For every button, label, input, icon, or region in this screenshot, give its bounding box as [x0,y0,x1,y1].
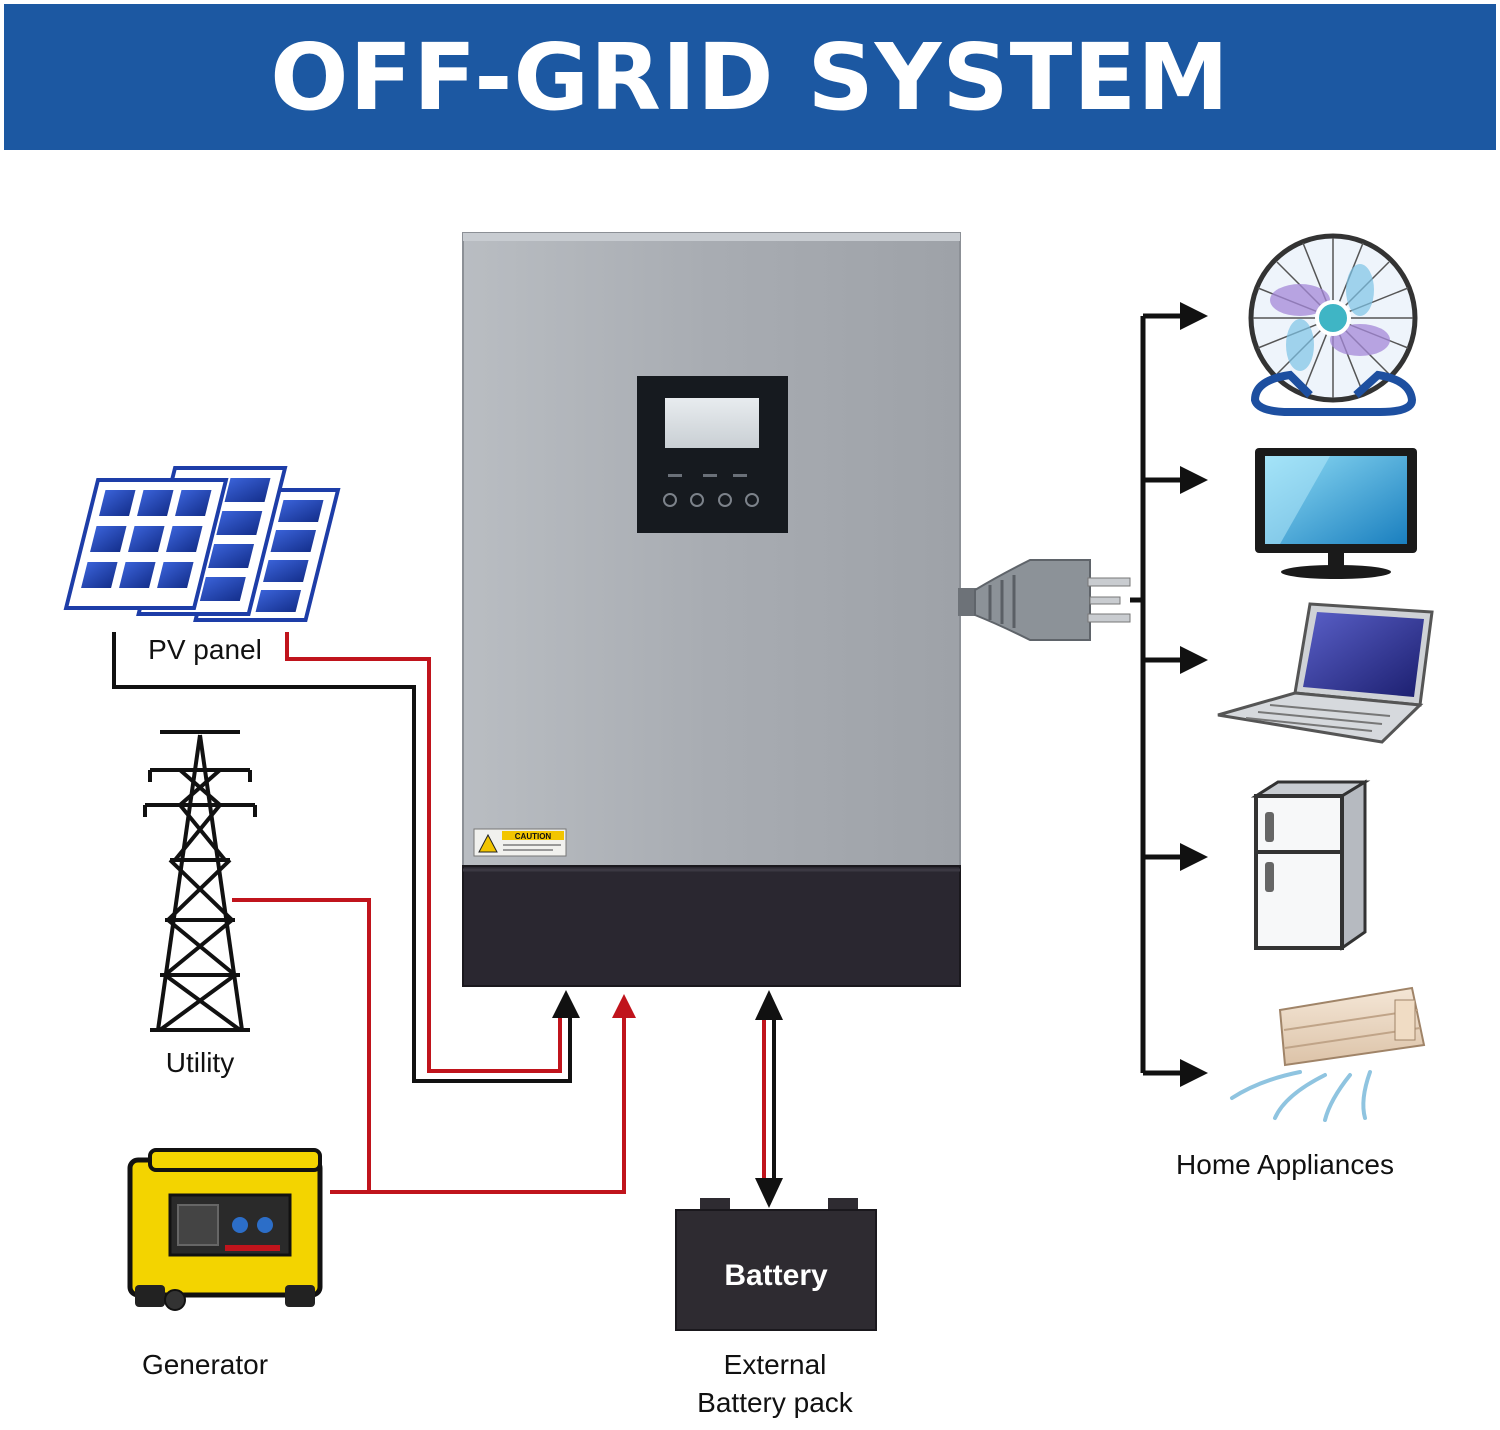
arrow-pv-up [552,990,580,1018]
inverter-base [462,865,961,987]
generator-icon [127,1148,323,1311]
caution-label: CAUTION [473,828,567,857]
arrowheads [552,302,1208,1208]
refrigerator-icon [1250,779,1371,951]
page-title: OFF-GRID SYSTEM [270,23,1230,131]
arrow-battery-up [755,990,783,1020]
lcd-screen [665,398,759,448]
pv-panel-label: PV panel [148,634,262,665]
utility-label: Utility [165,1047,235,1078]
pv-panel-icon [63,466,341,622]
battery-label: Battery [724,1259,828,1292]
utility-tower-icon [143,730,257,1032]
wires [112,313,1185,1194]
panel-buttons [663,493,759,507]
inverter-top-edge [463,233,960,241]
warning-icon [478,833,498,853]
laptop-icon [1217,602,1434,744]
home-appliances-label: Home Appliances [1176,1149,1394,1180]
arrow-to-tv [1180,466,1208,494]
tv-icon [1255,448,1417,579]
title-banner: OFF-GRID SYSTEM [4,4,1496,150]
generator-label: Generator [141,1349,269,1380]
battery-icon: Battery [675,1198,877,1331]
external-label-line1: External [723,1349,827,1380]
arrow-battery-down [755,1178,783,1208]
arrow-to-laptop [1180,646,1208,674]
panel-leds [668,474,747,477]
external-label-line2: Battery pack [697,1387,853,1418]
power-plug [958,559,1131,641]
external-battery-label: External Battery pack [650,1346,900,1422]
inverter-body [462,232,961,867]
air-conditioner-icon [1230,986,1426,1122]
arrow-generator-up [612,994,636,1018]
fan-icon [1248,233,1418,416]
inverter: CAUTION [462,232,961,987]
arrow-to-ac [1180,1059,1208,1087]
arrow-to-fan [1180,302,1208,330]
arrow-to-fridge [1180,843,1208,871]
caution-text: CAUTION [515,832,552,841]
